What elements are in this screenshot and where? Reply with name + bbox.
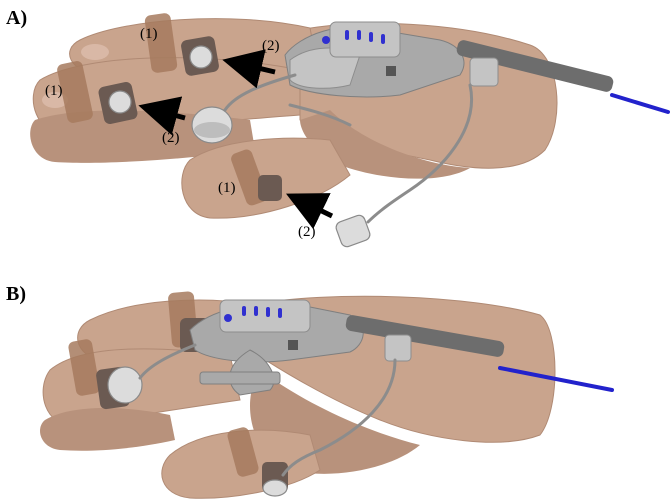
panel-a-callout-band-middle: (1) <box>45 83 63 99</box>
panel-b-ring-finger <box>40 408 175 451</box>
panel-a-callout-sensor-index: (2) <box>262 38 280 54</box>
panel-b-rod-clamp <box>385 335 411 361</box>
panel-a-loose-sensor-2 <box>334 214 371 249</box>
panel-b-label: B) <box>6 283 26 305</box>
panel-b-thumb-sensor <box>262 462 288 496</box>
panel-a-rod-clamp <box>470 58 498 86</box>
panel-a-index-nail <box>81 44 109 60</box>
panel-a-loose-sensor-1 <box>192 107 232 143</box>
panel-a-index-sensor <box>180 35 220 76</box>
panel-a-callout-band-thumb: (1) <box>218 180 236 196</box>
panel-a-callout-sensor-thumb: (2) <box>298 224 316 240</box>
panel-a-label: A) <box>6 7 27 29</box>
panel-a-thumb-sensor <box>258 175 282 201</box>
panel-b: B) <box>6 283 612 498</box>
panel-a-arrow-thumb <box>295 198 332 216</box>
panel-a-callout-band-index: (1) <box>140 26 158 42</box>
panel-a-callout-sensor-middle: (2) <box>162 130 180 146</box>
panel-a-fiber <box>612 95 668 112</box>
panel-a: A) <box>6 7 668 248</box>
